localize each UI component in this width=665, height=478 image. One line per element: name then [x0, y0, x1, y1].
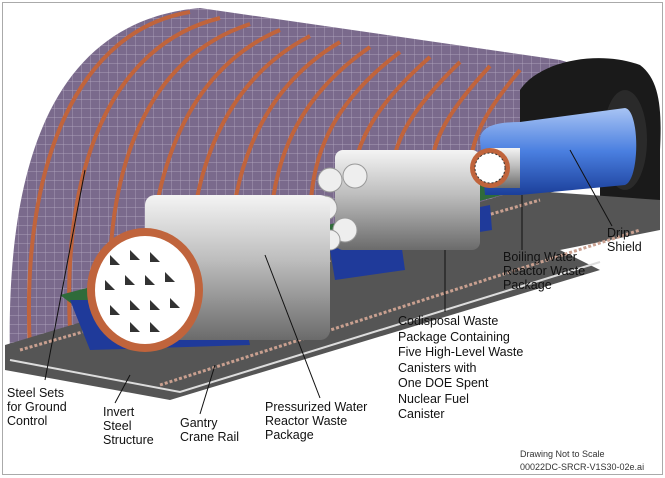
fuel-assemblies [105, 250, 180, 332]
label-pwr-package: Pressurized Water Reactor Waste Package [265, 400, 368, 442]
label-drip-shield: Drip Shield [607, 226, 642, 254]
leader-lines [44, 149, 613, 415]
drawing-id: 00022DC-SRCR-V1S30-02e.ai [520, 462, 645, 472]
label-bwr-package: Boiling Water Reactor Waste Package [503, 250, 586, 292]
label-codisposal-package: Codisposal Waste Package Containing Five… [398, 314, 524, 421]
codisposal-package [335, 150, 480, 250]
label-gantry-crane-rail: Gantry Crane Rail [180, 416, 240, 444]
label-steel-sets: Steel Sets for Ground Control [7, 386, 67, 428]
label-invert-steel-structure: Invert Steel Structure [103, 405, 154, 447]
scale-note: Drawing Not to Scale [520, 449, 605, 459]
